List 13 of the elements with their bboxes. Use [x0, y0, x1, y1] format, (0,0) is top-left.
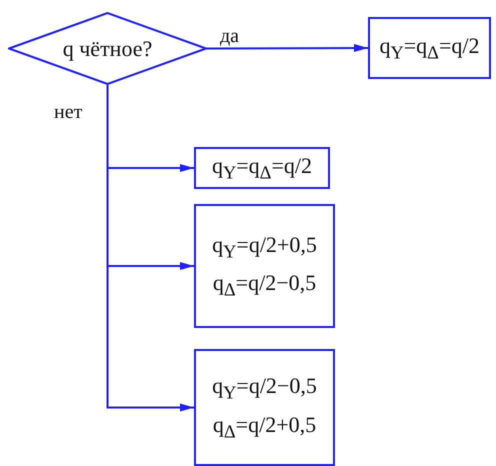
formula: q$_{Y}$=q$_{Δ}$=q/2 — [212, 152, 312, 184]
arrow — [207, 44, 368, 52]
process-box — [194, 147, 330, 189]
formula: q$_{Y}$=q/2−0,5 — [212, 373, 317, 404]
condition-text: q чётное? — [62, 36, 152, 62]
formula: q$_{Δ}$=q/2−0,5 — [212, 270, 316, 300]
process-box — [194, 349, 335, 466]
formula: q$_{Y}$=q$_{Δ}$=q/2 — [380, 32, 480, 64]
formula: q$_{Δ}$=q/2+0,5 — [212, 412, 316, 442]
process-box — [194, 204, 335, 328]
formula: q$_{Y}$=q/2+0,5 — [212, 232, 317, 262]
arrow — [106, 85, 194, 412]
process-box — [368, 17, 491, 79]
